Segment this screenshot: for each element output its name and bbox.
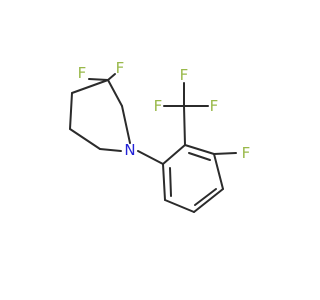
bond-c3-c4 [71, 79, 109, 94]
bond-ar6-ar1 [162, 163, 166, 201]
bond-n1-aryl [137, 150, 164, 165]
bond-inner-ar4-ar5 [194, 188, 217, 206]
atom-label-f-aryl: F [242, 144, 251, 162]
bond-n1-c2 [121, 105, 131, 144]
bond-ar1-ar2 [162, 144, 186, 165]
atom-label-f-gem-left: F [78, 64, 87, 82]
bond-c4-c5 [69, 92, 73, 130]
bond-c5-c6 [69, 128, 101, 150]
atom-label-n1: N [124, 141, 135, 159]
bond-aryl-f [213, 152, 237, 155]
bond-inner-ar6-ar1 [169, 167, 172, 197]
bond-c3-f-left [88, 78, 109, 81]
bond-ar3-ar4 [213, 153, 224, 190]
atom-label-f-gem-right: F [116, 59, 125, 77]
bond-c2-c3 [107, 79, 123, 107]
molecule-structure-diagram: N F F F F F F [69, 59, 251, 213]
bond-c6-n1 [99, 148, 122, 152]
bond-aryl-cf3 [183, 105, 186, 146]
bond-ar2-ar3 [184, 144, 215, 155]
atom-label-f-cf3-right: F [210, 97, 219, 115]
bond-ar5-ar6 [164, 199, 195, 213]
atom-label-f-cf3-left: F [154, 97, 163, 115]
bond-ar4-ar5 [193, 188, 224, 213]
bond-c3-f-right [107, 73, 116, 81]
atom-label-f-cf3-top: F [180, 66, 189, 84]
bond-inner-ar2-ar3 [188, 152, 211, 161]
